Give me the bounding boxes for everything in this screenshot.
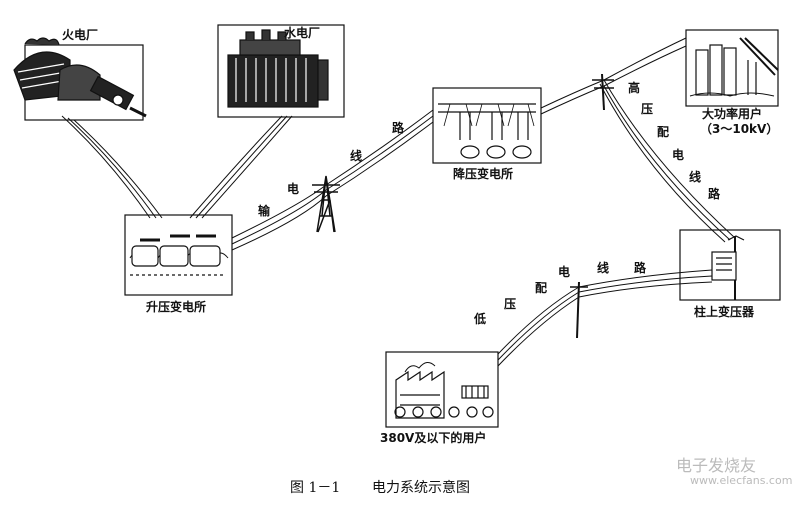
hv-line-char: 线: [689, 170, 702, 184]
lv-line-char: 压: [504, 297, 517, 311]
figure-number: 图 1－1: [290, 480, 341, 496]
large-user-label: 大功率用户: [702, 107, 763, 121]
low-user-illustration: [385, 351, 499, 428]
hv-line-char: 配: [657, 125, 670, 139]
transmission-line-char: 输: [258, 204, 271, 218]
figure-title: 电力系统示意图: [372, 480, 470, 496]
large-user-voltage-label: （3～10kV）: [700, 122, 779, 136]
pole-transformer-illustration: [679, 229, 781, 301]
transmission-line-char: 线: [350, 149, 363, 163]
stepdown-station-label: 降压变电所: [453, 167, 514, 181]
lv-line-char: 电: [558, 265, 571, 279]
hv-line-char: 电: [672, 148, 685, 162]
thermal-plant-illustration: [13, 37, 147, 121]
power-lines: [61, 37, 736, 367]
transmission-line-char: 电: [287, 182, 300, 196]
stepdown-substation-illustration: [432, 87, 542, 164]
watermark-main: 电子发烧友: [676, 456, 757, 475]
large-user-illustration: [685, 29, 779, 107]
hydro-plant-label: 水电厂: [284, 26, 321, 40]
low-user-label: 380V及以下的用户: [380, 431, 487, 445]
watermark-url: www.elecfans.com: [690, 474, 793, 487]
stepup-substation-illustration: [124, 214, 233, 296]
pole-transformer-label: 柱上变压器: [694, 305, 755, 319]
stepup-station-label: 升压变电所: [146, 300, 207, 314]
transmission-line-char: 路: [392, 121, 405, 135]
lv-line-char: 线: [597, 261, 610, 275]
lv-line-char: 配: [535, 281, 548, 295]
hv-line-char: 高: [628, 81, 641, 95]
hv-line-char: 路: [708, 187, 721, 201]
thermal-plant-label: 火电厂: [62, 28, 99, 42]
lv-line-char: 低: [474, 312, 487, 326]
hv-line-char: 压: [641, 102, 654, 116]
hydro-plant-illustration: [217, 24, 345, 118]
lv-line-char: 路: [634, 261, 647, 275]
